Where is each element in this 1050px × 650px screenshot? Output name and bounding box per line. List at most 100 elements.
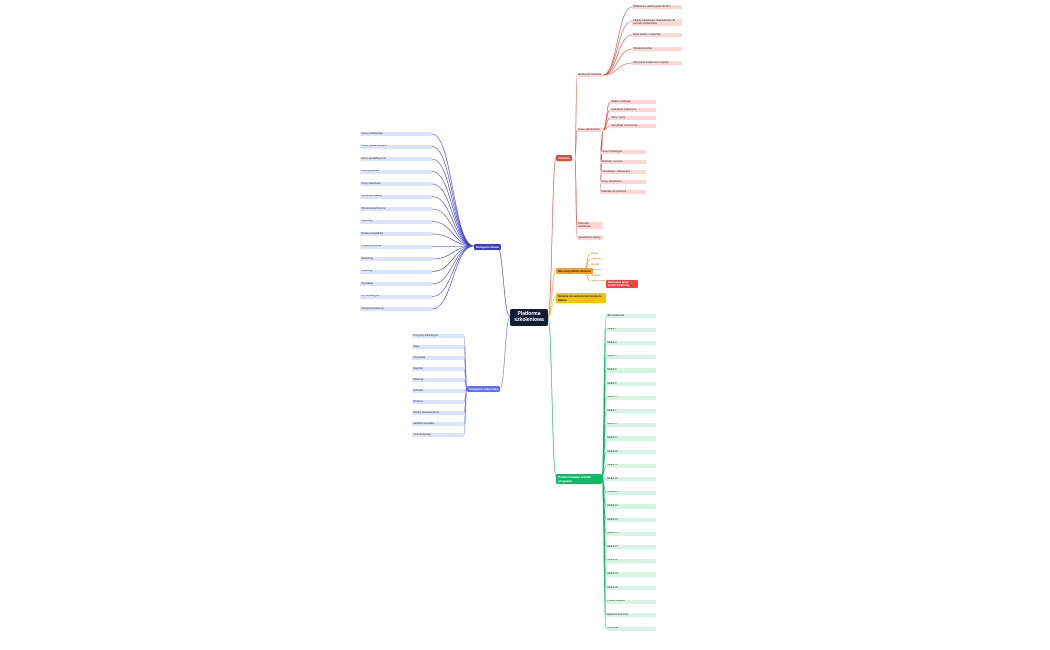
blue-boom-leaf[interactable]: Symulacje	[360, 282, 432, 287]
blue-boom-leaf[interactable]: Coaching	[360, 269, 432, 274]
green-leaf[interactable]: Moduł 3	[606, 354, 656, 359]
connector-line	[547, 156, 557, 318]
connector-line	[431, 183, 475, 247]
connector-line	[601, 465, 607, 478]
blue-boom-leaf[interactable]: Mentoring	[360, 257, 432, 262]
green-leaf[interactable]: Moduł 14	[606, 504, 656, 509]
connector-line	[602, 34, 633, 76]
blue-boom-leaf[interactable]: Projekty grupowe	[360, 244, 432, 249]
green-leaf[interactable]: Moduł 7	[606, 409, 656, 414]
category-ciekawe[interactable]: Ciekawe	[556, 155, 573, 161]
connector-line	[574, 156, 578, 239]
connector-line	[499, 316, 511, 389]
green-leaf[interactable]: Moduł 19	[606, 572, 656, 577]
red-leaf[interactable]: Webinary na żywo	[600, 160, 646, 165]
blue-adventure-leaf[interactable]: Wyzwania	[412, 356, 464, 361]
orange-leaf[interactable]: Młodzież	[591, 257, 602, 261]
connector-line	[431, 196, 475, 247]
blue-boom-leaf[interactable]: Szkolenia miękkie	[360, 194, 432, 199]
blue-boom-leaf[interactable]: Warsztaty	[360, 219, 432, 224]
connector-line	[602, 6, 633, 76]
green-leaf[interactable]: Moduł 18	[606, 558, 656, 563]
green-leaf[interactable]: Moduł 8	[606, 422, 656, 427]
green-leaf[interactable]: Moduł 4	[606, 368, 656, 373]
blue-adventure-leaf[interactable]: Punkty doświadczenia	[412, 411, 464, 416]
connector-line	[431, 233, 475, 247]
connector-line	[602, 48, 633, 76]
blue-boom-leaf[interactable]: Kursy podstawowe	[360, 132, 432, 137]
green-leaf[interactable]: Certyfikat	[606, 626, 656, 631]
blue-adventure-leaf[interactable]: Poziomy	[412, 400, 464, 405]
blue-boom-leaf[interactable]: Kursy językowe	[360, 169, 432, 174]
green-leaf[interactable]: Moduł 11	[606, 463, 656, 468]
connector-line	[496, 245, 511, 318]
red-leaf[interactable]: Konsultacje z ekspertami	[600, 170, 646, 175]
blue-boom-leaf[interactable]: Kursy specjalistyczne	[360, 157, 432, 162]
orange-leaf[interactable]: Nauczyciele	[591, 279, 606, 283]
orange-leaf[interactable]: Dzieci	[591, 252, 599, 255]
green-leaf[interactable]: Moduł 9	[606, 436, 656, 441]
orange-leaf[interactable]: Rodzice	[591, 274, 601, 277]
connector-line	[547, 316, 557, 478]
green-leaf[interactable]: Moduł 17	[606, 545, 656, 550]
category-adventure[interactable]: Kategorie Adventure	[467, 386, 501, 392]
green-leaf[interactable]: Moduł 13	[606, 490, 656, 495]
red-branch-sub3[interactable]: Materiały dodatkowe	[577, 222, 603, 230]
red-leaf[interactable]: Certyfikaty ukończenia	[610, 124, 656, 129]
red-leaf[interactable]: Szkolenia online	[632, 47, 682, 52]
blue-adventure-leaf[interactable]: Odznaki	[412, 389, 464, 394]
green-leaf[interactable]: Moduł 2	[606, 341, 656, 346]
blue-adventure-leaf[interactable]: Nagrody	[412, 367, 464, 372]
blue-boom-leaf[interactable]: Kursy zaawansowane	[360, 144, 432, 149]
connector-line	[602, 20, 633, 76]
category-wiekow[interactable]: Dla wszystkich wiekow	[556, 268, 593, 274]
category-stworzone[interactable]: Stworzone przez model modelowy	[606, 280, 638, 288]
orange-leaf[interactable]: Seniorzy	[591, 268, 602, 272]
green-leaf[interactable]: Moduł 12	[606, 477, 656, 482]
red-leaf[interactable]: Platforma e-learningowa dla firm	[632, 5, 682, 10]
connector-line	[547, 295, 557, 318]
connector-line	[431, 208, 475, 247]
green-leaf[interactable]: Moduł 20	[606, 586, 656, 591]
green-leaf[interactable]: Moduł 10	[606, 450, 656, 455]
connector-line	[431, 245, 475, 310]
blue-boom-leaf[interactable]: Studia przypadków	[360, 232, 432, 237]
red-leaf[interactable]: Moduły edukacyjne dostosowane do potrzeb…	[632, 19, 682, 27]
blue-adventure-leaf[interactable]: Rankingi	[412, 378, 464, 383]
category-boom[interactable]: Kategorie Boom	[474, 244, 502, 250]
blue-adventure-leaf[interactable]: Tryb drużynowy	[412, 433, 464, 438]
blue-boom-leaf[interactable]: Szkolenia techniczne	[360, 207, 432, 212]
red-leaf[interactable]: Ćwiczenia praktyczne	[610, 108, 656, 113]
red-branch-sub4[interactable]: Sprawdzian wiedzy	[577, 236, 603, 241]
green-leaf[interactable]: Egzamin końcowy	[606, 613, 656, 618]
blue-adventure-leaf[interactable]: Zadania specjalne	[412, 422, 464, 427]
blue-boom-leaf[interactable]: Gry edukacyjne	[360, 294, 432, 299]
connector-line	[431, 171, 475, 247]
green-leaf[interactable]: Podsumowanie	[606, 599, 656, 604]
green-leaf[interactable]: Moduł 15	[606, 518, 656, 523]
red-leaf[interactable]: Grupy projektowe	[600, 180, 646, 185]
green-leaf[interactable]: Wprowadzenie	[606, 314, 656, 319]
red-leaf[interactable]: Forum dyskusyjne	[600, 150, 646, 155]
blue-boom-leaf[interactable]: Kursy zawodowe	[360, 182, 432, 187]
red-leaf[interactable]: Narzędzia analityczne i raporty	[632, 61, 682, 66]
red-leaf[interactable]: Testy i quizy	[610, 116, 656, 121]
connector-line	[602, 109, 611, 131]
red-branch-sub2[interactable]: Kursy szkoleniowe	[577, 128, 603, 133]
red-branch-sub1[interactable]: Dostęp do zasobów	[577, 73, 603, 78]
category-modele[interactable]: Modele do wdrożenia Analysis Matrix	[556, 293, 606, 303]
red-leaf[interactable]: Baza wiedzy i materiały	[632, 33, 682, 38]
blue-adventure-leaf[interactable]: Przygody edukacyjne	[412, 334, 464, 339]
green-leaf[interactable]: Moduł 5	[606, 382, 656, 387]
orange-leaf[interactable]: Dorośli	[591, 263, 600, 266]
green-leaf[interactable]: Moduł 6	[606, 395, 656, 400]
connector-line	[602, 125, 611, 131]
category-podsumowanie[interactable]: Podsumowanie ścieżki programu	[556, 474, 602, 484]
red-leaf[interactable]: Materiały do pobrania	[600, 190, 646, 195]
root-node[interactable]: Platforma szkoleniowa	[510, 309, 548, 326]
blue-boom-leaf[interactable]: Ocena kompetencji	[360, 307, 432, 312]
green-leaf[interactable]: Moduł 16	[606, 531, 656, 536]
green-leaf[interactable]: Moduł 1	[606, 327, 656, 332]
red-leaf[interactable]: Wideo i podcasty	[610, 100, 656, 105]
blue-adventure-leaf[interactable]: Misje	[412, 345, 464, 350]
